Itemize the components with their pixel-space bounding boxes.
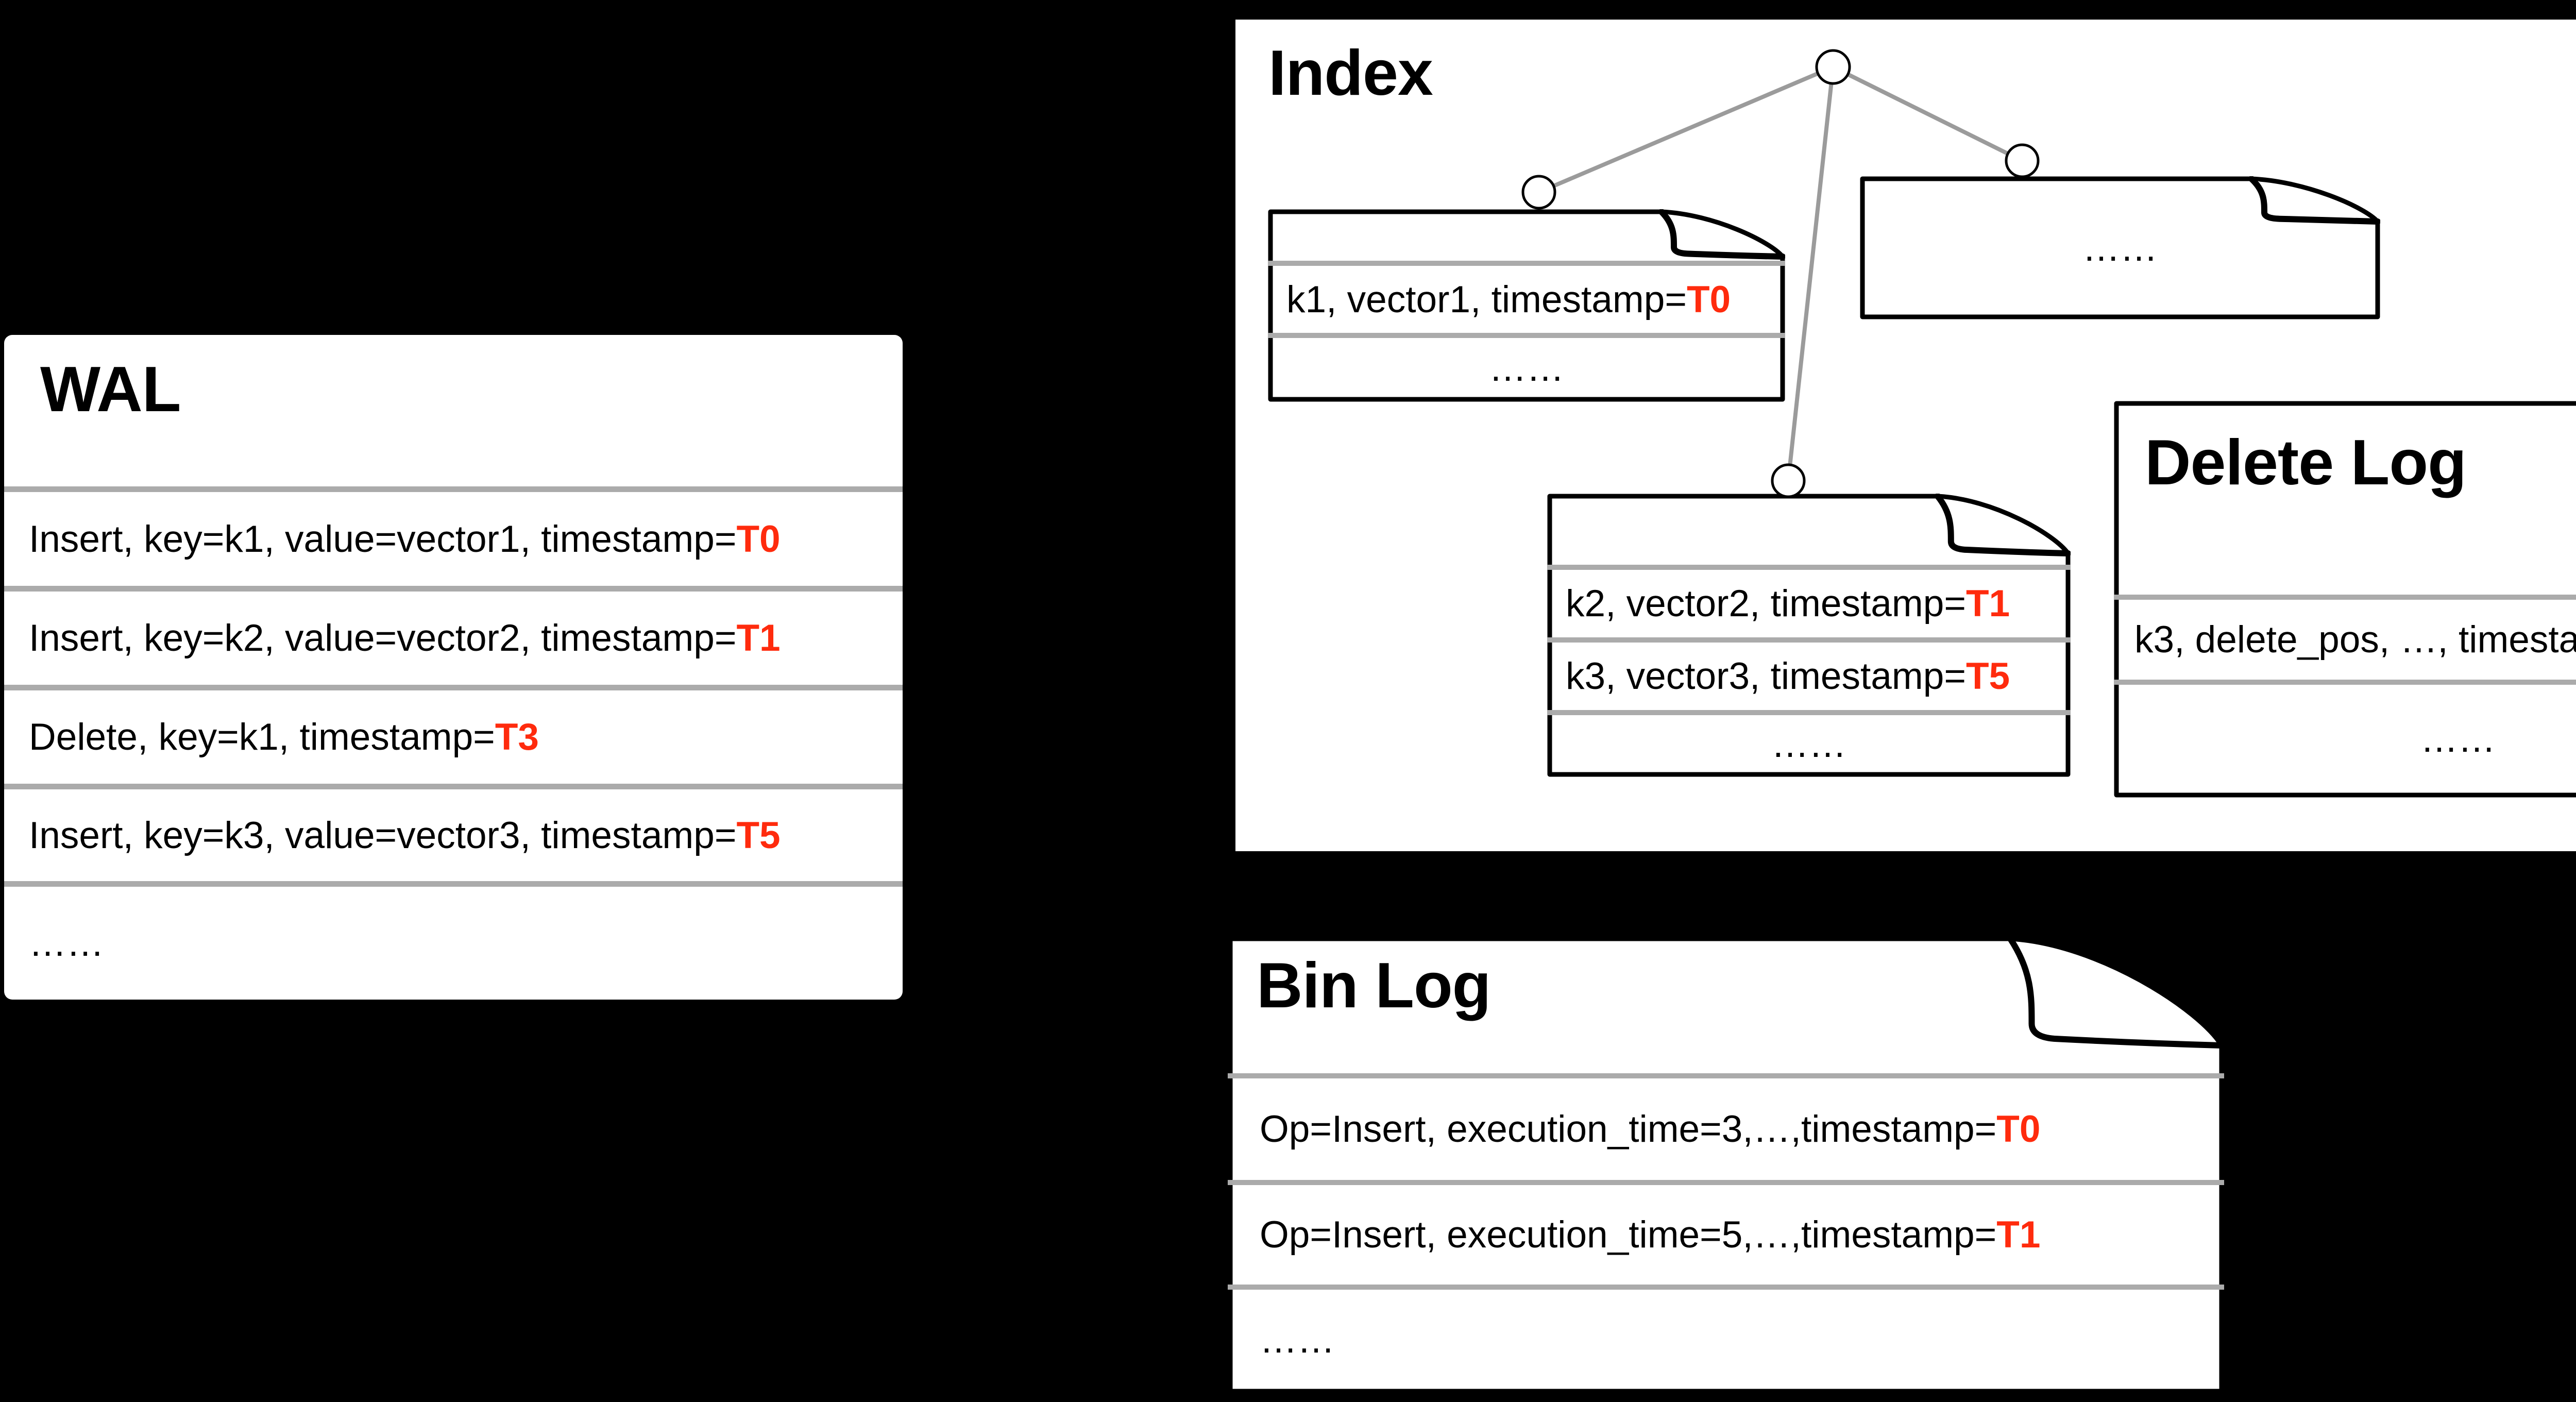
file-ellipsis-row: ……	[1860, 176, 2380, 319]
file-ellipsis-row: ……	[1268, 333, 1785, 398]
timestamp-value: T0	[1686, 278, 1731, 320]
ellipsis-text: ……	[1260, 1319, 1335, 1361]
file-row-text: k1, vector1, timestamp=	[1286, 278, 1687, 320]
file-row-text: k3, vector3, timestamp=	[1566, 655, 1966, 697]
document-fold-shape	[1860, 176, 2380, 319]
wal-row: Delete, key=k1, timestamp=T3	[4, 685, 903, 784]
index-file-ellipsis: ……	[1860, 176, 2380, 319]
file-ellipsis-row: ……	[1547, 710, 2071, 773]
index-file-k1: k1, vector1, timestamp=T0 ……	[1268, 209, 1785, 402]
index-panel: Index k1, vector1, timestamp=T0 …… ……	[1231, 15, 2576, 855]
file-row-text: k3, delete_pos, …, timestamp=	[2134, 619, 2576, 661]
file-row: k2, vector2, timestamp=T1	[1547, 565, 2071, 637]
ellipsis-text: ……	[1771, 723, 1846, 765]
file-row: Op=Insert, execution_time=3,…,timestamp=…	[1228, 1073, 2224, 1180]
wal-row: Insert, key=k1, value=vector1, timestamp…	[4, 486, 903, 586]
ellipsis-text: ……	[29, 922, 104, 964]
file-row-text: Op=Insert, execution_time=3,…,timestamp=	[1260, 1108, 1997, 1150]
wal-row: Insert, key=k2, value=vector2, timestamp…	[4, 586, 903, 685]
file-row-text: Op=Insert, execution_time=5,…,timestamp=	[1260, 1214, 1997, 1256]
tree-root-node	[1815, 49, 1851, 85]
file-ellipsis-row: ……	[1228, 1285, 2224, 1390]
timestamp-value: T3	[495, 716, 539, 758]
wal-row: Insert, key=k3, value=vector3, timestamp…	[4, 784, 903, 881]
file-ellipsis-row: ……	[2114, 680, 2576, 793]
timestamp-value: T5	[736, 814, 781, 856]
timestamp-value: T1	[1965, 583, 2010, 624]
wal-row-text: Insert, key=k2, value=vector2, timestamp…	[29, 617, 737, 659]
timestamp-value: T0	[1996, 1108, 2041, 1150]
tree-edge	[1786, 66, 1835, 481]
bin-log-file: Bin Log Op=Insert, execution_time=3,…,ti…	[1228, 936, 2224, 1394]
delete-log-title: Delete Log	[2145, 427, 2467, 498]
tree-child-node	[1771, 463, 1806, 498]
delete-log-file: Delete Log k3, delete_pos, …, timestamp=…	[2114, 401, 2576, 798]
tree-child-node	[1521, 175, 1556, 210]
tree-edge	[1832, 65, 2023, 163]
file-row: k3, delete_pos, …, timestamp=T3	[2114, 595, 2576, 680]
bin-log-title: Bin Log	[1257, 950, 1491, 1021]
wal-title: WAL	[40, 354, 181, 425]
ellipsis-text: ……	[2082, 227, 2158, 269]
ellipsis-text: ……	[2420, 718, 2496, 760]
tree-edge	[1538, 65, 1834, 194]
tree-child-node	[2005, 143, 2040, 178]
index-file-k2k3: k2, vector2, timestamp=T1 k3, vector3, t…	[1547, 494, 2071, 777]
file-row: Op=Insert, execution_time=5,…,timestamp=…	[1228, 1180, 2224, 1285]
wal-row-text: Insert, key=k1, value=vector1, timestamp…	[29, 518, 737, 560]
timestamp-value: T1	[736, 617, 781, 659]
document-fold-shape	[1268, 209, 1785, 402]
timestamp-value: T5	[1965, 655, 2010, 697]
file-row: k3, vector3, timestamp=T5	[1547, 637, 2071, 710]
wal-ellipsis-row: ……	[4, 881, 903, 1000]
wal-row-text: Delete, key=k1, timestamp=	[29, 716, 495, 758]
timestamp-value: T0	[736, 518, 781, 560]
document-fold-shape	[1228, 936, 2224, 1394]
wal-row-text: Insert, key=k3, value=vector3, timestamp…	[29, 814, 737, 856]
ellipsis-text: ……	[1489, 347, 1564, 389]
file-row: k1, vector1, timestamp=T0	[1268, 261, 1785, 333]
index-title: Index	[1268, 38, 1433, 109]
wal-panel: WAL Insert, key=k1, value=vector1, times…	[4, 335, 903, 1000]
file-row-text: k2, vector2, timestamp=	[1566, 583, 1966, 624]
timestamp-value: T1	[1996, 1214, 2041, 1256]
